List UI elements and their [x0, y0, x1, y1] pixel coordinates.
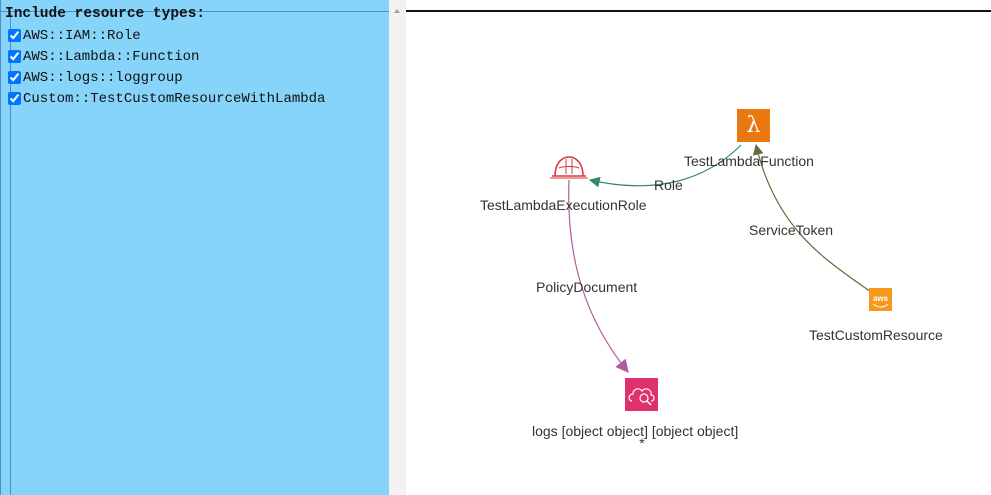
node-test-custom-resource[interactable]: aws TestCustomResource: [809, 288, 943, 343]
resource-filter-panel: Include resource types: AWS::IAM::Role A…: [0, 0, 390, 495]
filter-item-iam-role[interactable]: AWS::IAM::Role: [7, 25, 325, 46]
filter-item-lambda-function[interactable]: AWS::Lambda::Function: [7, 46, 325, 67]
filter-label-iam-role: AWS::IAM::Role: [23, 27, 141, 44]
edge-label-role: Role: [654, 177, 683, 193]
node-logs-group[interactable]: logs [object object] [object object] *: [532, 378, 738, 451]
filter-checkbox-lambda-function[interactable]: [8, 50, 21, 63]
node-label-test-lambda-execution-role: TestLambdaExecutionRole: [480, 197, 647, 213]
filter-label-logs-loggroup: AWS::logs::loggroup: [23, 69, 183, 86]
filter-title: Include resource types:: [5, 6, 206, 22]
node-label-test-lambda-function: TestLambdaFunction: [684, 153, 814, 169]
aws-smile-icon: [872, 303, 889, 308]
panel-divider-horizontal: [1, 11, 390, 12]
node-label-logs-group: logs [object object] [object object]: [532, 423, 738, 439]
panel-scrollbar[interactable]: [389, 0, 406, 495]
edge-label-service-token: ServiceToken: [749, 222, 833, 238]
filter-item-custom-resource[interactable]: Custom::TestCustomResourceWithLambda: [7, 88, 325, 109]
lambda-glyph-icon: λ: [747, 113, 761, 138]
iam-role-hardhat-icon: [550, 156, 588, 179]
lambda-icon: [737, 109, 770, 142]
edge-label-policy-document: PolicyDocument: [536, 279, 637, 295]
filter-checkbox-iam-role[interactable]: [8, 29, 21, 42]
node-test-lambda-function[interactable]: λ TestLambdaFunction: [684, 109, 814, 169]
scroll-up-arrow-icon[interactable]: [394, 9, 400, 13]
node-test-lambda-execution-role[interactable]: TestLambdaExecutionRole: [480, 156, 647, 213]
filter-list: AWS::IAM::Role AWS::Lambda::Function AWS…: [7, 25, 325, 109]
filter-checkbox-custom-resource[interactable]: [8, 92, 21, 105]
edge-service-token[interactable]: ServiceToken: [749, 143, 872, 293]
filter-checkbox-logs-loggroup[interactable]: [8, 71, 21, 84]
filter-label-custom-resource: Custom::TestCustomResourceWithLambda: [23, 90, 326, 107]
edge-role[interactable]: Role: [588, 144, 742, 193]
graph-top-border: [406, 10, 991, 12]
aws-logo-text-icon: aws: [873, 294, 889, 303]
node-sublabel-logs-group: *: [639, 435, 645, 451]
node-label-test-custom-resource: TestCustomResource: [809, 327, 943, 343]
resource-graph[interactable]: Role ServiceToken PolicyDocument λ TestL…: [406, 0, 991, 495]
filter-label-lambda-function: AWS::Lambda::Function: [23, 48, 200, 65]
edge-policy-document[interactable]: PolicyDocument: [536, 179, 637, 374]
filter-item-logs-loggroup[interactable]: AWS::logs::loggroup: [7, 67, 325, 88]
panel-divider-vertical: [10, 12, 11, 495]
logs-cloud-magnifier-icon: [628, 388, 655, 406]
graph-canvas[interactable]: Role ServiceToken PolicyDocument λ TestL…: [406, 0, 991, 495]
